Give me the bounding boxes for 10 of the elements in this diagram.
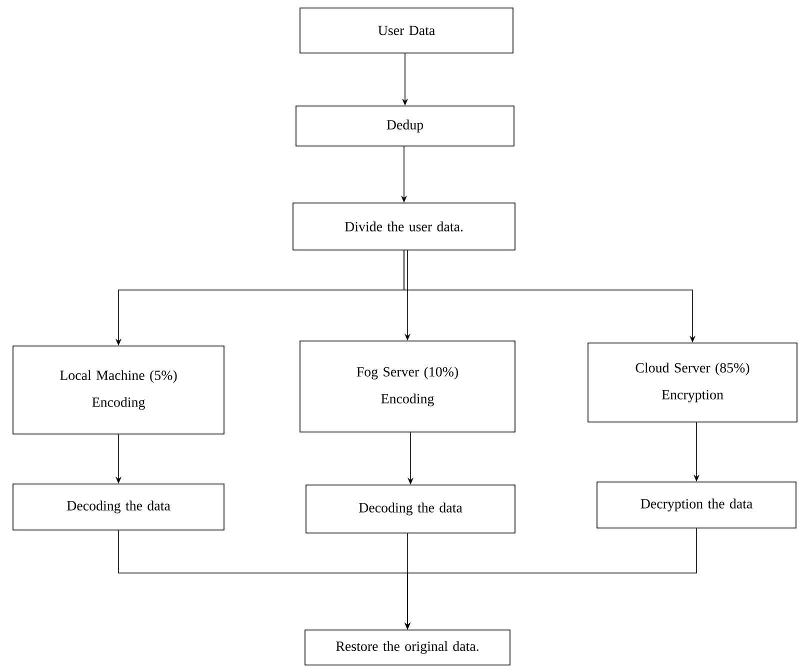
process-box: User Data <box>300 8 514 54</box>
process-box: Cloud Server (85%) Encryption <box>588 342 798 422</box>
process-box: Decryption the data <box>596 482 796 528</box>
process-box: Dedup <box>296 106 514 146</box>
process-box: Local Machine (5%) Encoding <box>12 346 224 434</box>
process-box: Decoding the data <box>306 484 516 534</box>
process-box: Divide the user data. <box>292 202 516 250</box>
process-box: Restore the original data. <box>304 630 510 666</box>
process-box: Decoding the data <box>12 484 224 530</box>
process-box: Fog Server (10%) Encoding <box>300 340 516 432</box>
